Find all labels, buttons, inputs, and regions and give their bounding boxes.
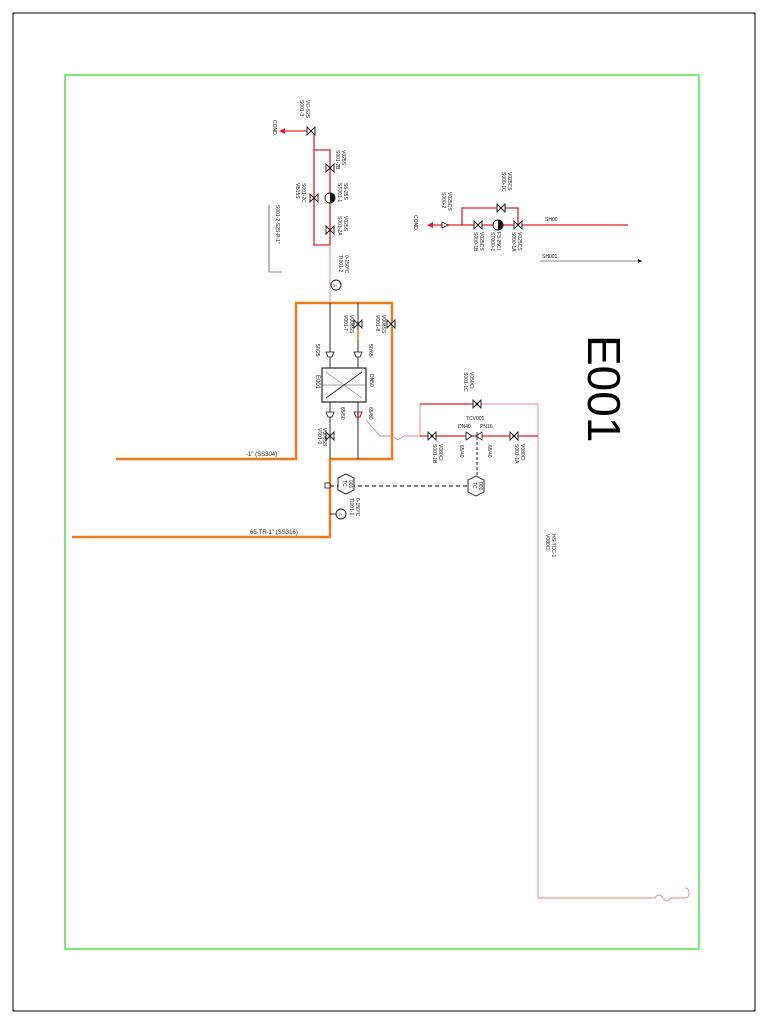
vent-valve-b-spec: V008SS [348, 315, 354, 334]
steam-header-tag: SH001 [542, 254, 558, 260]
valve-s001-2c-spec: S001-2C [300, 183, 306, 203]
valve-s001-2a-spec: V025S [342, 216, 348, 232]
ti-top-range: 0-150°C [343, 255, 349, 274]
drawing-title: E001 [578, 335, 630, 442]
valve-s000-1c-tag: S000-1C [500, 172, 506, 192]
tcv001-dn: DN40 [458, 424, 471, 430]
valve-s001-2b-tag: S001-2B [334, 150, 340, 170]
top-cond-arrow [279, 128, 285, 134]
valve-s000-1b[interactable] [473, 220, 483, 230]
svg-text:TI: TI [338, 512, 342, 517]
return-line-tag-1: HS-TCC-1 [550, 534, 556, 558]
tcv001-pn: PN16 [480, 424, 493, 430]
valve-s001-3[interactable] [306, 126, 316, 136]
top-line-tag: S001-2-S2S-R-1" [274, 205, 280, 244]
valve-s001-1b-spec: V080CI [437, 444, 443, 461]
svg-text:TC: TC [341, 480, 347, 487]
vent-valve-b-tag: V001-7 [342, 315, 348, 331]
tcv001-tag: TCV001 [466, 416, 485, 422]
check-valve-s000-2[interactable] [441, 221, 449, 229]
top-cond-label: COND. [271, 120, 277, 136]
reducers [325, 351, 363, 418]
valve-s000-1b-tag: S000-1B [472, 232, 478, 252]
svg-text:TC: TC [471, 482, 477, 489]
tcv-reducer-left: 65/40 [458, 445, 464, 458]
valve-s001-2c-tag: VB15S [294, 183, 300, 199]
exchanger-tag: E001 [314, 375, 320, 390]
right-cond-label: COND. [412, 215, 418, 231]
vent-valve-a-tag: V001-8 [374, 315, 380, 331]
valve-s001-3-spec: VC-S2S [304, 100, 310, 119]
control-valve-piping [365, 403, 690, 902]
nozzle-top-right: 50/65 [367, 344, 373, 357]
nozzle-bottom-left: 65/50 [339, 407, 345, 420]
heat-exchanger-e001[interactable] [321, 367, 367, 403]
valve-s001-1c-tag: S001-1C [462, 372, 468, 392]
top-trap-piping [282, 130, 331, 303]
temp-indicator-bottom[interactable]: TI [330, 508, 347, 520]
valve-s000-1a-spec: V025CS [516, 232, 522, 251]
trap-st000-1-spec: F3-25CI [495, 232, 501, 250]
valve-s000-1c[interactable] [496, 203, 506, 213]
return-line-tag-2: V080CI [544, 534, 550, 551]
nozzle-top-left: 50/25 [314, 344, 320, 357]
valve-s001-1c[interactable] [472, 399, 482, 409]
valve-s001-1b-tag: S001-1B [431, 444, 437, 464]
trap-st001-1-spec: S6-25S [342, 183, 348, 200]
tc-well [324, 482, 331, 489]
valve-s001-1a-spec: V080CI [519, 444, 525, 461]
control-valve-tcv001[interactable] [465, 431, 483, 441]
exchanger-body-size: DN50 [368, 374, 374, 387]
vent-valve-a-spec: V008SS [380, 315, 386, 334]
valve-s001-2b-spec: V025S [340, 150, 346, 166]
ti-bottom-range: 0-150°C [354, 498, 360, 517]
valve-s001-1a[interactable] [509, 431, 519, 441]
svg-text:TI: TI [333, 283, 337, 288]
valve-s001-2a-tag: S001-2A [336, 216, 342, 236]
valve-s000-1c-spec: V025CS [506, 172, 512, 191]
valve-s001-1a-tag: S001-1A [513, 444, 519, 464]
valve-s001-3-tag: S001-3 [298, 100, 304, 116]
drawing-border [64, 74, 700, 950]
nozzle-bottom-right: 65/80 [367, 407, 373, 420]
drain-valve-tag: V001-9 [316, 428, 322, 444]
valve-s000-1b-spec: V025CS [478, 232, 484, 251]
tc-sensor-top[interactable]: TC 001 [337, 473, 355, 495]
trap-st001-1-tag: ST001-1 [336, 183, 342, 202]
steam-trap-st001-1[interactable] [324, 192, 336, 204]
valve-s001-1c-spec: V050CI [468, 372, 474, 389]
top-line-leader [268, 205, 282, 273]
svg-text:001: 001 [347, 480, 353, 489]
process-lines [72, 301, 477, 539]
drain-valve-spec: V008SS [321, 428, 327, 447]
product-out-label: 65-TR-1" (SS316) [250, 530, 298, 536]
ti-bottom-tag: TI001-1 [348, 498, 354, 515]
steam-header-short: SH00 [545, 217, 558, 223]
svg-text:001: 001 [477, 482, 483, 491]
temp-indicator-top[interactable]: TI [330, 279, 342, 291]
valve-s000-2-spec: V025CS [446, 192, 452, 211]
valve-s000-2-tag: S000-2 [440, 192, 446, 208]
steam-trap-st000-1[interactable] [492, 219, 504, 231]
outer-frame [12, 12, 756, 1012]
ti-top-tag: TI001-2 [337, 255, 343, 272]
tcv-reducer-right: 65/40 [486, 445, 492, 458]
valve-s001-1b[interactable] [427, 431, 437, 441]
trap-st000-1-tag: ST000-1 [489, 232, 495, 251]
valve-s000-1a-tag: S000-1A [510, 232, 516, 252]
product-in-label: -1" (SS304) [246, 452, 277, 458]
right-trap-piping [430, 207, 628, 226]
tc-sensor-bottom[interactable]: TC 001 [467, 475, 485, 497]
right-cond-arrow [427, 222, 433, 228]
